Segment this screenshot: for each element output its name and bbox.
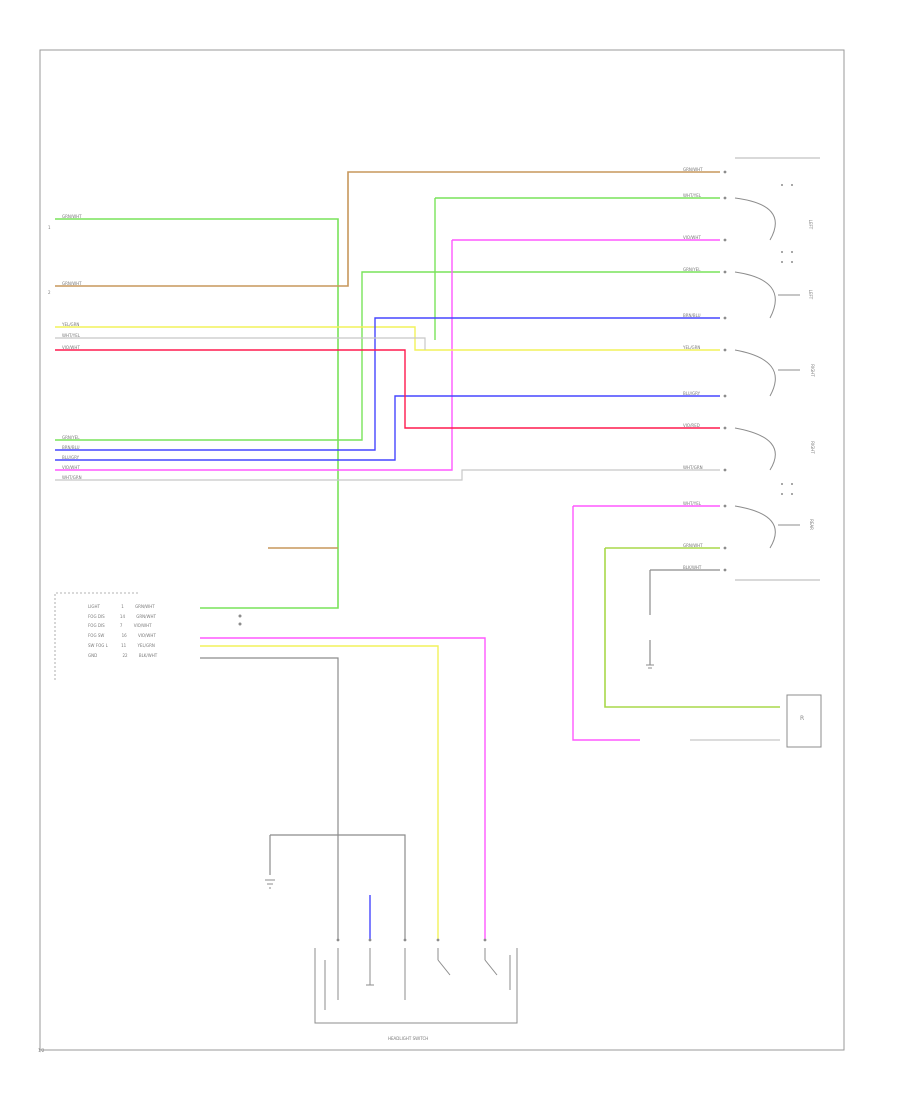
left-label-10: WHT/GRN [62,475,82,480]
right-label-1: GRN/WHT [683,167,703,172]
module-pin-wire: VIO/WHT [133,623,152,628]
module-pin-name: LIGHT [88,604,100,609]
right-label-8: VIO/RED [683,423,700,428]
wire-magenta [55,239,720,940]
left-label-2: GRN/WHT [62,281,82,286]
module-pin-row-6: GND 22 BLK/WHT [88,653,157,658]
left-label-3: YEL/GRN [62,322,80,327]
module-pin-name: SW FOG L [88,643,108,648]
module-pin-number: 11 [121,643,127,648]
wire-green-yellow [604,547,780,708]
terminal-dots-right [723,170,793,572]
ground-symbol-left [265,879,275,889]
module-pin-row-5: SW FOG L 11 YEL/GRN [88,643,155,648]
switch-contacts-right [734,197,800,549]
module-connector [54,592,140,680]
bottom-caption: HEADLIGHT SWITCH [388,1036,429,1041]
left-label-6: GRN/YEL [62,435,80,440]
module-pin-name: FOG DIS [88,614,105,619]
left-label-7: BRN/BLU [62,445,80,450]
wire-red [55,349,720,429]
right-label-12: BLK/WHT [683,565,702,570]
section-label-5: REAR [808,519,814,530]
module-pin-row-3: FOG DIS 7 VIO/WHT [88,623,152,628]
left-label-4: WHT/YEL [62,333,80,338]
right-label-6: YEL/GRN [683,345,701,350]
left-pin-2: 2 [48,290,51,295]
module-pin-wire: VIO/WHT [137,633,156,638]
module-pin-wire: YEL/GRN [137,643,155,648]
left-label-5: VIO/WHT [62,345,80,350]
right-label-7: BLU/GRY [683,391,701,396]
module-pin-row-1: LIGHT 1 GRN/WHT [88,604,155,609]
module-pin-name: GND [88,653,98,658]
module-pin-number: 14 [119,614,125,619]
wire-gray [200,569,720,940]
ground-symbol-right [646,664,654,669]
module-pin-wire: GRN/WHT [135,604,155,609]
right-label-11: GRN/WHT [683,543,703,548]
page-ref: 1/2 [38,1048,45,1053]
section-label-4: RIGHT [809,441,815,454]
left-pin-1: 1 [48,225,51,230]
fog-relay: R [786,694,822,748]
switch-terminal-dots [336,938,487,942]
right-label-2: WHT/YEL [683,193,701,198]
module-pin-row-2: FOG DIS 14 GRN/WHT [88,614,156,619]
right-label-3: VIO/WHT [683,235,701,240]
module-pin-number: 16 [121,633,127,638]
module-pin-number: 22 [122,653,128,658]
module-pin-name: FOG SW [88,633,105,638]
headlight-switch-box [314,948,518,1024]
module-pin-name: FOG DIS [88,623,105,628]
module-pin-number: 1 [121,604,124,609]
wire-orange [55,171,720,549]
diagram-frame [39,49,845,1051]
wire-blue [55,317,720,940]
module-pin-row-4: FOG SW 16 VIO/WHT [88,633,156,638]
section-label-1: LEFT [808,219,814,230]
module-pin-number: 7 [119,623,123,628]
section-label-2: LEFT [808,289,814,300]
right-label-5: BRN/BLU [683,313,701,318]
left-label-8: BLU/GRY [62,455,80,460]
right-label-10: WHT/YEL [683,501,701,506]
wire-green-top [55,218,339,609]
right-label-4: GRN/YEL [683,267,701,272]
right-label-9: WHT/GRN [683,465,703,470]
svg-text:R: R [800,715,804,722]
module-pin-wire: BLK/WHT [138,653,158,658]
module-pin-dots [238,614,242,626]
left-label-9: VIO/WHT [62,465,80,470]
wire-white [55,337,780,741]
module-pin-wire: GRN/WHT [136,614,156,619]
wire-green-right [55,197,720,441]
section-label-3: RIGHT [809,364,815,377]
left-label-1: GRN/WHT [62,214,82,219]
